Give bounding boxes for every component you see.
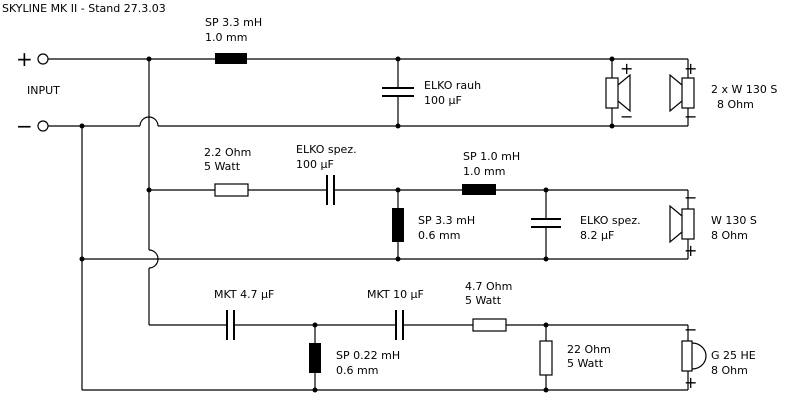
svg-text:100 µF: 100 µF — [424, 94, 462, 107]
svg-text:8 Ohm: 8 Ohm — [711, 364, 748, 377]
svg-text:SP 3.3 mH: SP 3.3 mH — [418, 214, 475, 227]
tweeter-minus: − — [684, 320, 697, 339]
svg-text:MKT 4.7 µF: MKT 4.7 µF — [214, 288, 274, 301]
resistor-mid-series: 2.2 Ohm 5 Watt — [204, 146, 251, 197]
wiring — [48, 58, 689, 391]
coil-sp-mid-series: SP 1.0 mH 1.0 mm — [462, 150, 520, 195]
speaker-top-1-plus: + — [620, 59, 633, 78]
svg-text:5 Watt: 5 Watt — [567, 357, 604, 370]
svg-text:MKT 10 µF: MKT 10 µF — [367, 288, 424, 301]
speaker-top-2: + − 2 x W 130 S 8 Ohm — [669, 59, 777, 126]
coil-sp-mid-shunt: SP 3.3 mH 0.6 mm — [392, 208, 475, 242]
svg-text:22 Ohm: 22 Ohm — [567, 343, 611, 356]
svg-text:100 µF: 100 µF — [296, 158, 334, 171]
diagram-title: SKYLINE MK II - Stand 27.3.03 — [2, 2, 166, 15]
capacitor-elko-mid-shunt: ELKO spez. 8.2 µF — [531, 214, 641, 242]
input-label: INPUT — [27, 84, 60, 97]
resistor-bot-series: 4.7 Ohm 5 Watt — [465, 280, 512, 332]
svg-text:8 Ohm: 8 Ohm — [717, 98, 754, 111]
svg-text:ELKO spez.: ELKO spez. — [580, 214, 641, 227]
speaker-top-2-plus: + — [684, 59, 697, 78]
svg-text:SP 1.0 mH: SP 1.0 mH — [463, 150, 520, 163]
capacitor-elko-top: ELKO rauh 100 µF — [382, 79, 481, 107]
input-plus-sign: + — [16, 47, 33, 71]
svg-text:8.2 µF: 8.2 µF — [580, 229, 614, 242]
speaker-mid-minus: − — [684, 188, 697, 207]
capacitor-elko-mid-series: ELKO spez. 100 µF — [296, 143, 357, 205]
junction-dots — [79, 56, 615, 393]
svg-text:ELKO spez.: ELKO spez. — [296, 143, 357, 156]
svg-text:SP 3.3 mH: SP 3.3 mH — [205, 16, 262, 29]
tweeter-bot: − + G 25 HE 8 Ohm — [681, 320, 756, 392]
svg-text:ELKO rauh: ELKO rauh — [424, 79, 481, 92]
resistor-bot-shunt: 22 Ohm 5 Watt — [539, 340, 611, 376]
speaker-top-2-minus: − — [684, 107, 697, 126]
svg-text:8 Ohm: 8 Ohm — [711, 229, 748, 242]
capacitor-mkt-bot-1: MKT 4.7 µF — [214, 288, 274, 340]
input-terminals: + INPUT − — [16, 47, 60, 138]
svg-text:2.2 Ohm: 2.2 Ohm — [204, 146, 251, 159]
svg-text:5 Watt: 5 Watt — [204, 160, 241, 173]
svg-text:5 Watt: 5 Watt — [465, 294, 502, 307]
speaker-top-1: + − — [605, 59, 633, 126]
svg-text:0.6 mm: 0.6 mm — [418, 229, 460, 242]
input-minus-sign: − — [16, 114, 33, 138]
svg-text:1.0 mm: 1.0 mm — [205, 31, 247, 44]
speaker-mid-plus: + — [684, 241, 697, 260]
tweeter-plus: + — [684, 373, 697, 392]
svg-text:G 25 HE: G 25 HE — [711, 349, 756, 362]
capacitor-mkt-bot-2: MKT 10 µF — [367, 288, 424, 340]
svg-text:2 x W 130 S: 2 x W 130 S — [711, 83, 777, 96]
input-minus-terminal — [37, 120, 49, 132]
svg-text:1.0 mm: 1.0 mm — [463, 165, 505, 178]
coil-sp-top: SP 3.3 mH 1.0 mm — [205, 16, 262, 64]
coil-sp-bot-shunt: SP 0.22 mH 0.6 mm — [309, 343, 400, 377]
speaker-top-1-minus: − — [620, 107, 633, 126]
svg-text:0.6 mm: 0.6 mm — [336, 364, 378, 377]
speaker-mid: − + W 130 S 8 Ohm — [669, 188, 757, 260]
svg-text:W 130 S: W 130 S — [711, 214, 757, 227]
svg-text:4.7 Ohm: 4.7 Ohm — [465, 280, 512, 293]
svg-text:SP 0.22 mH: SP 0.22 mH — [336, 349, 400, 362]
input-plus-terminal — [37, 53, 49, 65]
